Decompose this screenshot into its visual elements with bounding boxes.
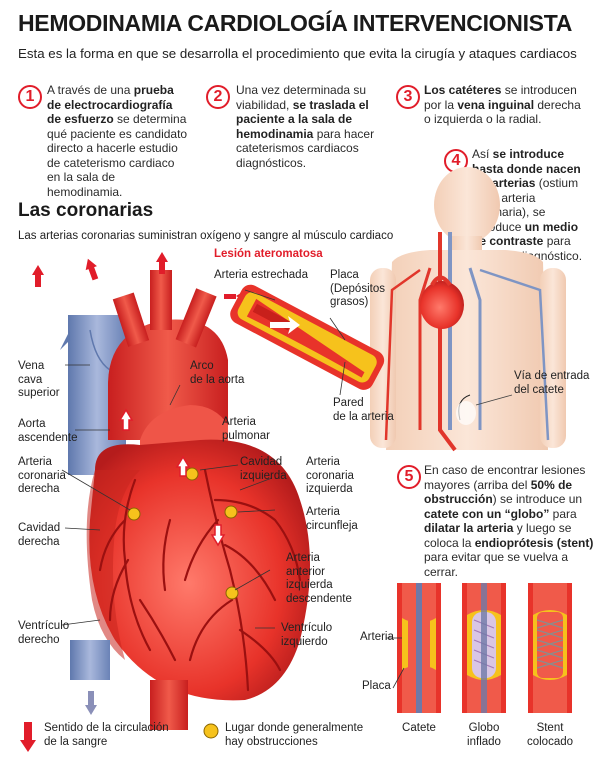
step-3-part-2: se introducen por la	[424, 83, 577, 112]
step-5-number: 5	[397, 465, 421, 489]
section-intro: Las arterias coronarias suministran oxíg…	[18, 230, 394, 242]
step-4-part-2: se introduce hasta donde nacen las arter…	[472, 147, 581, 190]
step-2-number: 2	[206, 85, 230, 109]
obstruction-dots	[127, 467, 239, 600]
label-cavidad-izquierda: Cavidad izquierda	[240, 456, 287, 482]
leader-lines	[61, 289, 346, 629]
step-3-part-3: vena inguinal	[457, 97, 535, 112]
step-1-part-3: se determina qué paciente es candidato d…	[47, 112, 188, 199]
step-3-number: 3	[396, 85, 420, 109]
label-coronaria-izquierda: Arteria coronaria izquierda	[306, 456, 354, 495]
label-arteria-estrechada: Arteria estrechada	[214, 269, 308, 281]
step-4-part-4: un medio de contraste	[472, 219, 579, 249]
step-3-part-1: Los catéteres	[424, 83, 502, 97]
step-1-text: A través de una prueba de electrocardiog…	[47, 83, 189, 199]
label-ventriculo-izquierdo: Ventrículo izquierdo	[281, 622, 333, 648]
step-2-part-1: Una vez determinada su viabilidad,	[236, 83, 367, 112]
step-5-part-8: endioprótesis (stent)	[474, 535, 594, 550]
label-arteria-anterior: Arteria anterior izquierda descendente	[286, 552, 352, 605]
label-cavidad-derecha: Cavidad derecha	[18, 522, 61, 548]
label-arco-aorta: Arco de la aorta	[190, 360, 245, 386]
legend-circulation: Sentido de la circulación de la sangre	[44, 722, 169, 748]
label-via-entrada: Vía de entrada del catete	[514, 370, 590, 396]
label-arteria: Arteria	[360, 631, 394, 643]
label-stent: Stent colocado	[526, 722, 574, 748]
label-globo: Globo inflado	[467, 722, 501, 748]
page-subtitle: Esta es la forma en que se desarrolla el…	[18, 46, 577, 61]
label-catete: Catete	[402, 722, 436, 734]
label-vena-cava: Vena cava superior	[18, 360, 60, 399]
page-title: HEMODINAMIA CARDIOLOGÍA INTERVENCIONISTA	[18, 10, 573, 36]
label-placa-depositos: Placa (Depósitos grasos)	[330, 269, 385, 308]
step-5-part-9: para evitar que se vuelva a cerrar.	[424, 550, 569, 579]
coronary-arteries	[98, 468, 302, 692]
step-2-part-3: para hacer cateterismos cardiacos diagnó…	[236, 126, 375, 170]
step-3-text: Los catéteres se introducen por la vena …	[424, 83, 588, 127]
label-coronaria-derecha: Arteria coronaria derecha	[18, 456, 66, 495]
step-5-part-4: catete con un “globo”	[424, 506, 550, 521]
step-5-part-2: 50% de obstrucción	[424, 477, 573, 507]
step-1-number: 1	[18, 85, 42, 109]
step-5-part-7: y luego se coloca la	[424, 521, 572, 550]
lesion-title: Lesión ateromatosa	[214, 248, 323, 260]
step-2-text: Una vez determinada su viabilidad, se tr…	[236, 83, 384, 170]
flow-arrows	[20, 252, 246, 752]
legend-obstruction: Lugar donde generalmente hay obstruccion…	[225, 722, 364, 748]
step-2-part-2: se traslada el paciente a la sala de hem…	[236, 97, 369, 141]
label-circunfleja: Arteria circunfleja	[306, 506, 358, 532]
label-ventriculo-derecho: Ventrículo derecho	[18, 620, 70, 646]
step-3-part-4: derecha o izquierda o la radial.	[424, 97, 581, 127]
label-arteria-pulmonar: Arteria pulmonar	[222, 416, 270, 442]
lesion-arrow	[270, 316, 300, 334]
label-placa: Placa	[362, 680, 391, 692]
step-5-part-3: ) se introduce un	[492, 492, 583, 506]
step-1-part-2: prueba de electrocardiografía de esfuerz…	[47, 83, 174, 126]
label-pared-arteria: Pared de la arteria	[333, 397, 394, 423]
stent-panels	[386, 583, 572, 713]
section-title: Las coronarias	[18, 200, 154, 221]
step-4-part-1: Así	[472, 147, 493, 161]
step-5-part-1: En caso de encontrar lesiones mayores (a…	[424, 463, 586, 492]
step-5-part-6: dilatar la arteria	[424, 521, 514, 535]
legend-dot	[203, 723, 219, 739]
step-1-part-1: A través de una	[47, 83, 134, 97]
heart-body	[89, 439, 311, 701]
label-aorta-ascendente: Aorta ascendente	[18, 418, 78, 444]
step-5-part-5: para	[549, 506, 577, 521]
step-5-text: En caso de encontrar lesiones mayores (a…	[424, 463, 594, 579]
